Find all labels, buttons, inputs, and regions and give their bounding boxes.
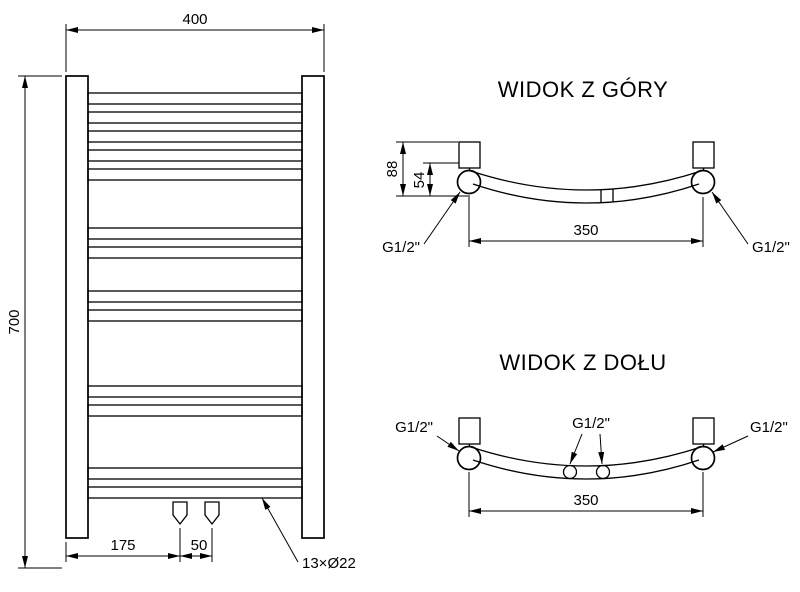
dim-bottom-left-label: 175 xyxy=(110,537,135,554)
conn-leader xyxy=(423,191,461,245)
dim-bottom-right-label: 50 xyxy=(191,537,208,554)
conn-left-label: G1/2" xyxy=(395,419,433,436)
tube-label-leader xyxy=(261,497,299,563)
tube-row xyxy=(87,385,303,398)
conn-leader xyxy=(598,433,605,465)
left-rail xyxy=(65,75,89,539)
top-view-body-lower-edge xyxy=(472,183,700,204)
tube-row xyxy=(87,290,303,303)
conn-leader xyxy=(712,435,749,453)
right-collector-end xyxy=(690,445,716,471)
tube-row xyxy=(87,92,303,105)
conn-right-label: G1/2" xyxy=(750,419,788,436)
tube-row xyxy=(87,404,303,417)
left-valve xyxy=(458,417,481,445)
top-view: WIDOK Z GÓRY 88 54 350 G1/2" G1/2" xyxy=(382,77,790,256)
bottom-view-body-lower-edge xyxy=(472,459,700,480)
conn-leader xyxy=(569,433,583,465)
tube-row xyxy=(87,227,303,240)
tube-row xyxy=(87,486,303,499)
conn-right-label: G1/2" xyxy=(752,239,790,256)
top-view-title: WIDOK Z GÓRY xyxy=(498,77,669,102)
right-collector-end xyxy=(690,169,716,195)
conn-leader xyxy=(711,191,749,245)
bottom-view-title: WIDOK Z DOŁU xyxy=(499,350,666,375)
tube-row xyxy=(87,130,303,143)
dim-height-label: 700 xyxy=(6,309,23,334)
tube-count-label: 13×Ø22 xyxy=(302,555,356,572)
right-valve xyxy=(692,141,715,169)
front-view: 400 700 175 50 13×Ø22 xyxy=(6,11,356,572)
center-connection-left xyxy=(562,464,578,480)
bottom-view: WIDOK Z DOŁU G1/2" G1/2" G1/2" 350 xyxy=(395,350,788,517)
dim-spacing-top-label: 350 xyxy=(573,222,598,239)
bottom-view-body-upper-edge xyxy=(470,446,702,467)
tube-row xyxy=(87,467,303,480)
dim-spacing-bottom-label: 350 xyxy=(573,492,598,509)
tube-row xyxy=(87,149,303,162)
bottom-stub-right xyxy=(204,501,220,526)
dim-depth-axis-label: 54 xyxy=(411,172,428,189)
left-collector-end xyxy=(456,445,482,471)
tube-row xyxy=(87,168,303,181)
conn-left-label: G1/2" xyxy=(382,239,420,256)
bottom-stub-left xyxy=(172,501,188,526)
tube-row xyxy=(87,111,303,124)
dim-width-label: 400 xyxy=(182,11,207,28)
right-valve xyxy=(692,417,715,445)
top-view-body-upper-edge xyxy=(470,170,702,191)
center-connection-right xyxy=(595,464,611,480)
dim-depth-total-label: 88 xyxy=(384,161,401,178)
left-valve xyxy=(458,141,481,169)
right-rail xyxy=(301,75,325,539)
tube-row xyxy=(87,309,303,322)
conn-center-label: G1/2" xyxy=(572,415,610,432)
conn-leader xyxy=(436,435,460,452)
left-collector-end xyxy=(456,169,482,195)
tube-row xyxy=(87,246,303,259)
